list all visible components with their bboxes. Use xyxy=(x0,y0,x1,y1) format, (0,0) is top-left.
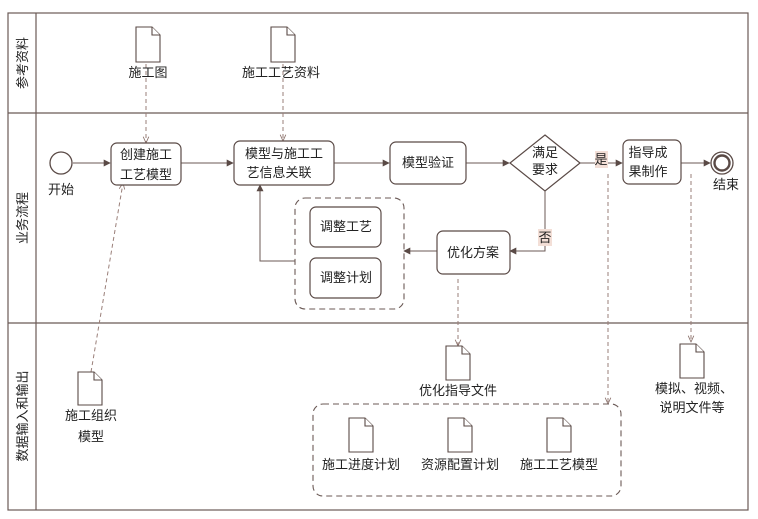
doc-schedule-label: 施工进度计划 xyxy=(322,457,400,473)
gateway-meets-requirements: 满足 要求 xyxy=(509,134,581,192)
start-event: 开始 xyxy=(48,151,74,198)
end-event: 结束 xyxy=(710,151,739,193)
task-verify-label: 模型验证 xyxy=(402,155,454,171)
doc-optimization-label: 优化指导文件 xyxy=(419,384,497,399)
doc-process-material: 施工工艺资料 xyxy=(242,26,320,81)
task-adjust-plan xyxy=(309,257,382,299)
gateway-yes-tag: 是 xyxy=(594,151,608,168)
doc-construction-drawing-label: 施工图 xyxy=(128,66,167,81)
task-link-info-line1: 模型与施工工 xyxy=(245,147,323,162)
end-label: 结束 xyxy=(713,178,739,193)
doc-org-model-line2: 模型 xyxy=(78,430,104,445)
task-guide-output-line1: 指导成 xyxy=(628,146,667,161)
doc-process-material-label: 施工工艺资料 xyxy=(242,66,320,81)
doc-org-model-line1: 施工组织 xyxy=(65,409,117,424)
gateway-no-tag: 否 xyxy=(538,229,552,246)
lane-label-reference: 参考资料 xyxy=(15,37,31,89)
doc-simulation: 模拟、视频、 说明文件等 xyxy=(655,343,733,416)
doc-org-model: 施工组织 模型 xyxy=(65,371,117,445)
swimlane-pool xyxy=(7,12,749,511)
task-guide-output-line2: 果制作 xyxy=(628,165,667,180)
start-label: 开始 xyxy=(48,183,74,198)
task-optimize: 优化方案 xyxy=(436,230,511,275)
gateway-line1: 满足 xyxy=(532,146,558,161)
task-adjust-process xyxy=(309,206,382,248)
task-adjust-plan-label: 调整计划 xyxy=(320,271,372,286)
doc-construction-drawing: 施工图 xyxy=(128,26,168,81)
gateway-yes-label: 是 xyxy=(594,153,607,168)
gateway-line2: 要求 xyxy=(532,163,558,178)
doc-simulation-line1: 模拟、视频、 xyxy=(655,382,733,397)
output-group: 施工进度计划 资源配置计划 施工工艺模型 xyxy=(312,403,622,497)
sequence-flows xyxy=(73,159,711,262)
doc-simulation-line2: 说明文件等 xyxy=(659,400,724,416)
task-create-model: 创建施工 工艺模型 xyxy=(110,142,182,186)
data-associations xyxy=(90,64,691,404)
task-create-model-line1: 创建施工 xyxy=(120,148,172,163)
lane-label-process: 业务流程 xyxy=(15,192,31,244)
task-link-info-line2: 艺信息关联 xyxy=(246,165,311,181)
lane-label-io: 数据输入和输出 xyxy=(15,370,31,461)
task-create-model-line2: 工艺模型 xyxy=(120,168,172,183)
doc-resource-label: 资源配置计划 xyxy=(421,458,499,473)
doc-process-model-label: 施工工艺模型 xyxy=(520,458,598,473)
task-guide-output: 指导成 果制作 xyxy=(622,139,682,185)
task-adjust-process-label: 调整工艺 xyxy=(320,220,372,235)
gateway-no-label: 否 xyxy=(538,231,551,246)
task-link-info: 模型与施工工 艺信息关联 xyxy=(233,140,335,186)
task-optimize-label: 优化方案 xyxy=(447,245,499,261)
task-verify: 模型验证 xyxy=(389,141,467,185)
adjust-group: 调整工艺 调整计划 xyxy=(294,197,405,310)
doc-optimization: 优化指导文件 xyxy=(419,345,497,399)
